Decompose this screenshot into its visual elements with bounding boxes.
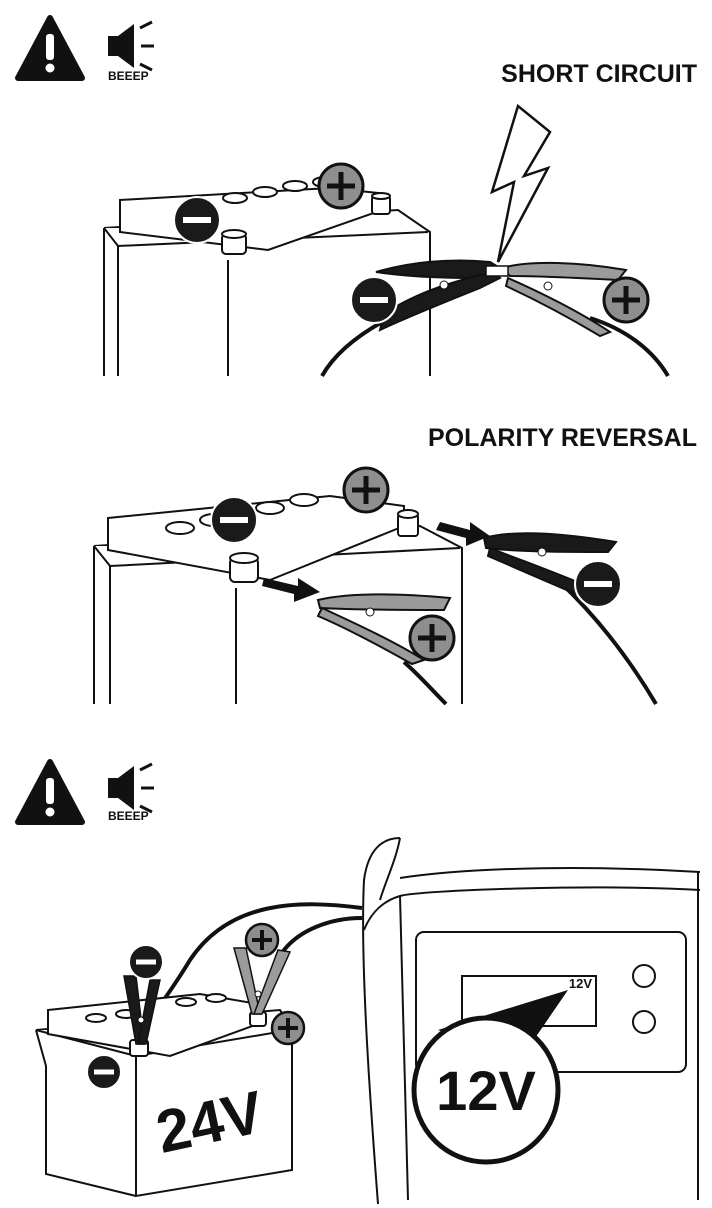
minus-icon	[128, 944, 164, 980]
short-circuit-title: SHORT CIRCUIT	[501, 60, 697, 88]
minus-icon	[574, 560, 622, 608]
battery	[35, 992, 293, 1198]
positive-clamp	[500, 261, 628, 338]
positive-clamp	[233, 947, 292, 1015]
warning-icon	[18, 762, 82, 822]
panel-wrong-voltage: BEEEP 12V 12V	[18, 762, 701, 1205]
positive-cable	[402, 660, 448, 706]
speaker-icon	[106, 20, 156, 72]
beep-label: BEEEP	[108, 69, 149, 83]
minus-icon	[350, 276, 398, 324]
magnifier	[411, 1015, 561, 1165]
polarity-reversal-title: POLARITY REVERSAL	[428, 424, 697, 452]
battery	[103, 176, 431, 376]
magnified-voltage: 12V	[436, 1059, 536, 1122]
plus-icon	[317, 162, 365, 210]
minus-icon	[173, 196, 221, 244]
display-voltage: 12V	[569, 976, 592, 991]
arrow-icon	[436, 522, 490, 546]
lightning-icon	[490, 103, 552, 263]
plus-icon	[342, 466, 390, 514]
plus-icon	[408, 614, 456, 662]
negative-clamp	[375, 259, 502, 332]
panel-short-circuit: BEEEP SHORT CIRCUIT	[18, 18, 697, 378]
plus-icon	[602, 276, 650, 324]
minus-icon	[86, 1054, 122, 1090]
speaker-icon	[106, 762, 156, 814]
panel-polarity-reversal: POLARITY REVERSAL	[93, 424, 697, 706]
battery	[93, 493, 463, 704]
plus-icon	[244, 922, 280, 958]
plus-icon	[270, 1010, 306, 1046]
warning-icon	[18, 18, 82, 78]
negative-cable	[558, 580, 658, 706]
positive-clamp	[316, 593, 452, 666]
negative-clamp	[123, 975, 161, 1045]
arrow-icon	[262, 578, 320, 602]
positive-cable	[589, 316, 670, 378]
minus-icon	[210, 496, 258, 544]
beep-label: BEEEP	[108, 809, 149, 823]
